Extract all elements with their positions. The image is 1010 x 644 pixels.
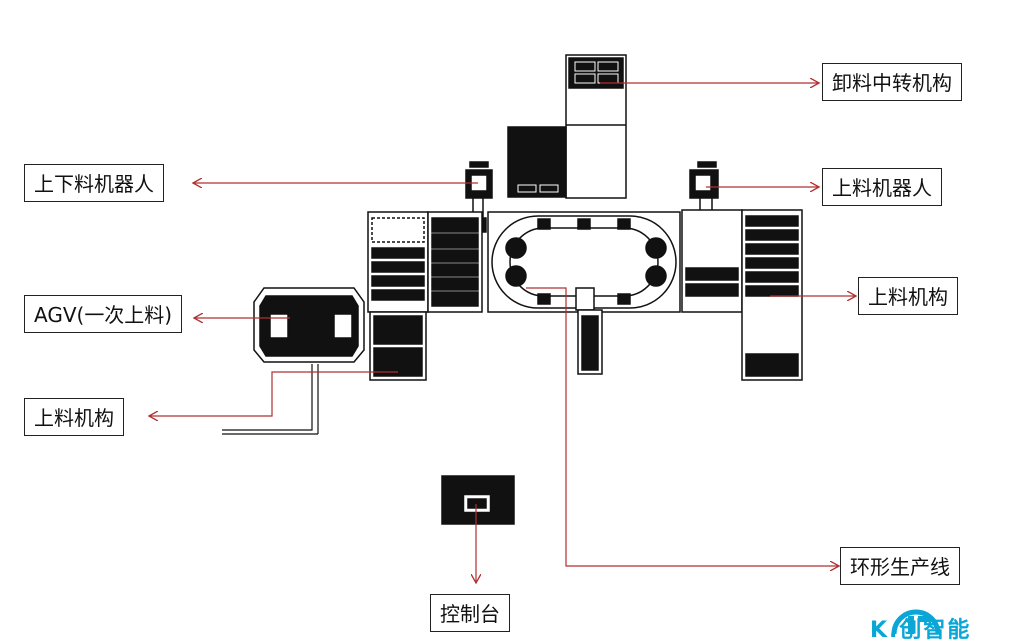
label-loading-mechanism-right: 上料机构 [858,277,958,315]
logo-text: K.创智能 [870,618,972,643]
layout-diagram [0,54,1010,631]
ring-line-unit [487,211,681,375]
right-loading-racks [681,209,803,381]
equipment-drawing [222,54,803,525]
leader-loading-mechanism-left [150,371,398,416]
label-agv: AGV(一次上料) [24,295,183,333]
leader-ring-line [526,287,838,566]
label-ring-line: 环形生产线 [840,547,960,585]
leader-lines [150,83,855,582]
label-unload-transfer: 卸料中转机构 [822,63,962,101]
label-loading-mechanism-left: 上料机构 [24,398,124,436]
unload-transfer-unit [507,54,627,199]
label-loading-robot: 上料机器人 [822,168,942,206]
left-loading-racks [367,211,483,381]
label-console: 控制台 [430,594,510,632]
agv-unit [222,287,365,435]
label-load-unload-robot: 上下料机器人 [24,164,164,202]
company-logo [891,609,941,634]
console-unit [441,475,515,525]
